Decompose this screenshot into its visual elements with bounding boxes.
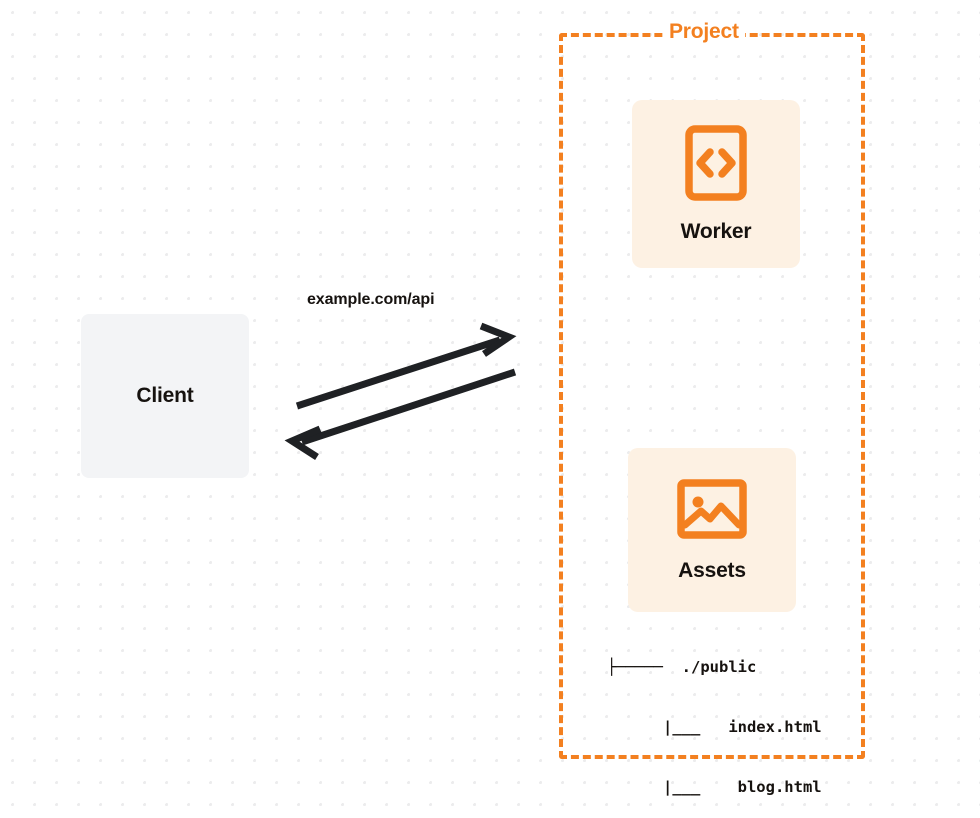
service-card-assets[interactable]: Assets — [628, 448, 796, 612]
request-arrow-head — [479, 322, 517, 357]
client-label: Client — [136, 384, 194, 407]
connection-label: example.com/api — [307, 291, 435, 308]
response-arrow-head — [284, 425, 322, 460]
assets-file-tree: ├───── ./public |___ index.html |___ blo… — [607, 617, 822, 818]
file-tree-row: |___ index.html — [607, 718, 822, 736]
file-tree-row: ├───── ./public — [607, 658, 757, 676]
client-node[interactable]: Client — [81, 314, 249, 478]
service-label-worker: Worker — [680, 219, 752, 243]
image-icon — [677, 478, 747, 545]
file-tree-row: |___ blog.html — [607, 778, 822, 796]
project-title: Project — [663, 20, 745, 44]
response-arrow-line — [300, 368, 517, 446]
code-brackets-icon — [685, 124, 747, 206]
request-arrow-line — [295, 336, 502, 410]
service-card-worker[interactable]: Worker — [632, 100, 800, 268]
service-label-assets: Assets — [678, 558, 746, 582]
